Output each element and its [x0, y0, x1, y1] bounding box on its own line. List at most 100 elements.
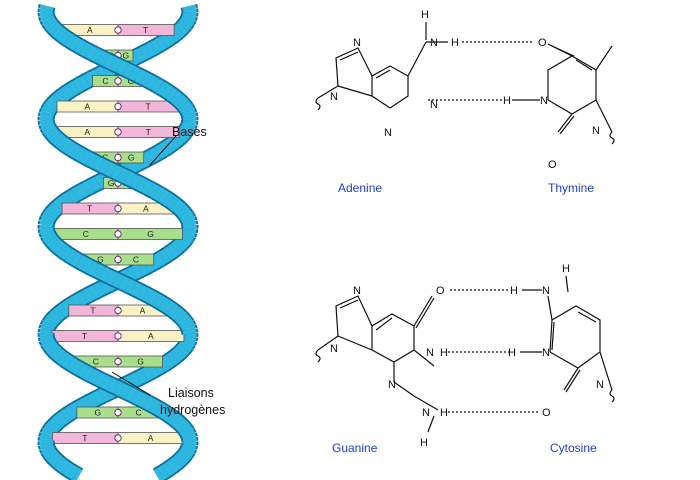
backbone-segment: [41, 104, 56, 115]
atom-h: H: [440, 407, 448, 419]
backbone-segment: [158, 297, 172, 313]
atom-n: N: [542, 285, 550, 297]
backbone-segment: [165, 87, 179, 103]
backbone-segment: [179, 317, 193, 329]
backbone-segment: [182, 112, 197, 120]
backbone-segment: [174, 418, 188, 432]
base-letter-right: A: [148, 331, 154, 341]
backbone-segment: [169, 90, 183, 105]
backbone-segment: [157, 189, 171, 205]
backbone-segment: [170, 306, 184, 321]
atom-h: H: [503, 95, 511, 107]
backbone-segment: [175, 97, 190, 111]
base-letter-left: T: [82, 433, 87, 443]
base-pairs: ATCGCGATATCGGCTACGGCTATACGGCTA: [51, 24, 185, 444]
backbone-segment: [79, 396, 93, 412]
atom-h: H: [440, 347, 448, 359]
backbone-segment: [60, 192, 74, 208]
hydrogen-bond-node: [114, 128, 122, 136]
base-letter-left: T: [82, 331, 87, 341]
atom-h: H: [420, 437, 428, 449]
backbone-segment: [39, 220, 54, 227]
backbone-segment: [163, 408, 177, 424]
backbone-segment: [173, 94, 187, 108]
backbone-segment: [147, 183, 161, 199]
base-letter-left: G: [94, 408, 101, 418]
backbone-segment: [112, 380, 127, 397]
atom-n: N: [430, 37, 438, 49]
backbone-segment: [41, 212, 56, 223]
atom-n: N: [540, 95, 548, 107]
backbone-segment: [57, 87, 71, 103]
backbone-segment: [56, 303, 69, 319]
backbone-segment: [65, 189, 79, 205]
backbone-segment: [143, 396, 157, 412]
backbone-segment: [174, 310, 188, 324]
backbone-segment: [159, 405, 172, 421]
backbone-segment: [80, 288, 94, 304]
atom-n: N: [353, 285, 361, 297]
backbone-segment: [176, 205, 190, 219]
hydrogen-bond-node: [114, 230, 122, 238]
backbone-segment: [92, 281, 106, 298]
backbone-segment: [53, 90, 67, 105]
backbone-segment: [59, 408, 73, 424]
backbone-segment: [178, 209, 193, 221]
backbone-segment: [182, 328, 197, 335]
backbone-segment: [45, 421, 59, 434]
atom-h: H: [451, 37, 459, 49]
backbone-segment: [52, 198, 66, 213]
backbone-segment: [44, 100, 58, 113]
backbone-segment: [162, 192, 176, 208]
backbone-segment: [39, 112, 54, 120]
backbone-segment: [110, 164, 125, 181]
backbone-segment: [179, 425, 194, 437]
base-letter-right: A: [143, 204, 149, 214]
atom-h: H: [562, 263, 570, 275]
backbone-segment: [41, 320, 56, 331]
hydrogen-bonds-pointer-line: [111, 371, 151, 396]
backbone-segment: [170, 198, 184, 213]
backbone-segment: [49, 94, 63, 108]
backbone-segment: [87, 176, 101, 193]
atom-h: H: [510, 285, 518, 297]
bases-pointer-line: [149, 135, 177, 166]
backbone-segment: [142, 288, 156, 304]
atom-o: O: [436, 285, 445, 297]
backbone-segment: [111, 272, 126, 289]
bases-label: Bases: [172, 125, 207, 139]
atom-n: N: [430, 99, 438, 111]
backbone-segment: [151, 78, 165, 94]
backbone-segment: [162, 300, 176, 316]
hydrogen-bond-node: [114, 408, 122, 417]
backbone-segment: [119, 383, 133, 400]
backbone-segment: [43, 209, 58, 221]
backbone-segment: [166, 195, 180, 211]
base-letter-right: G: [137, 357, 144, 367]
base-letter-right: G: [122, 51, 129, 61]
backbone-segment: [86, 284, 100, 301]
base-letter-right: T: [143, 25, 148, 35]
backbone-segment: [46, 205, 60, 219]
backbone-segment: [123, 170, 137, 187]
backbone-segment: [64, 405, 77, 421]
backbone-segment: [52, 306, 66, 321]
base-letter-right: C: [136, 408, 142, 418]
backbone-segment: [122, 62, 136, 79]
backbone-segment: [180, 429, 195, 439]
backbone-segment: [76, 75, 90, 91]
backbone-segment: [135, 176, 149, 193]
backbone-segment: [152, 186, 166, 202]
backbone-segment: [75, 183, 89, 199]
backbone-segment: [40, 108, 55, 118]
backbone-segment: [116, 167, 131, 184]
backbone-segment: [181, 108, 196, 118]
backbone-segment: [161, 84, 175, 100]
base-letter-left: C: [102, 76, 108, 86]
base-letter-left: G: [108, 178, 115, 188]
atom-n: N: [542, 347, 550, 359]
